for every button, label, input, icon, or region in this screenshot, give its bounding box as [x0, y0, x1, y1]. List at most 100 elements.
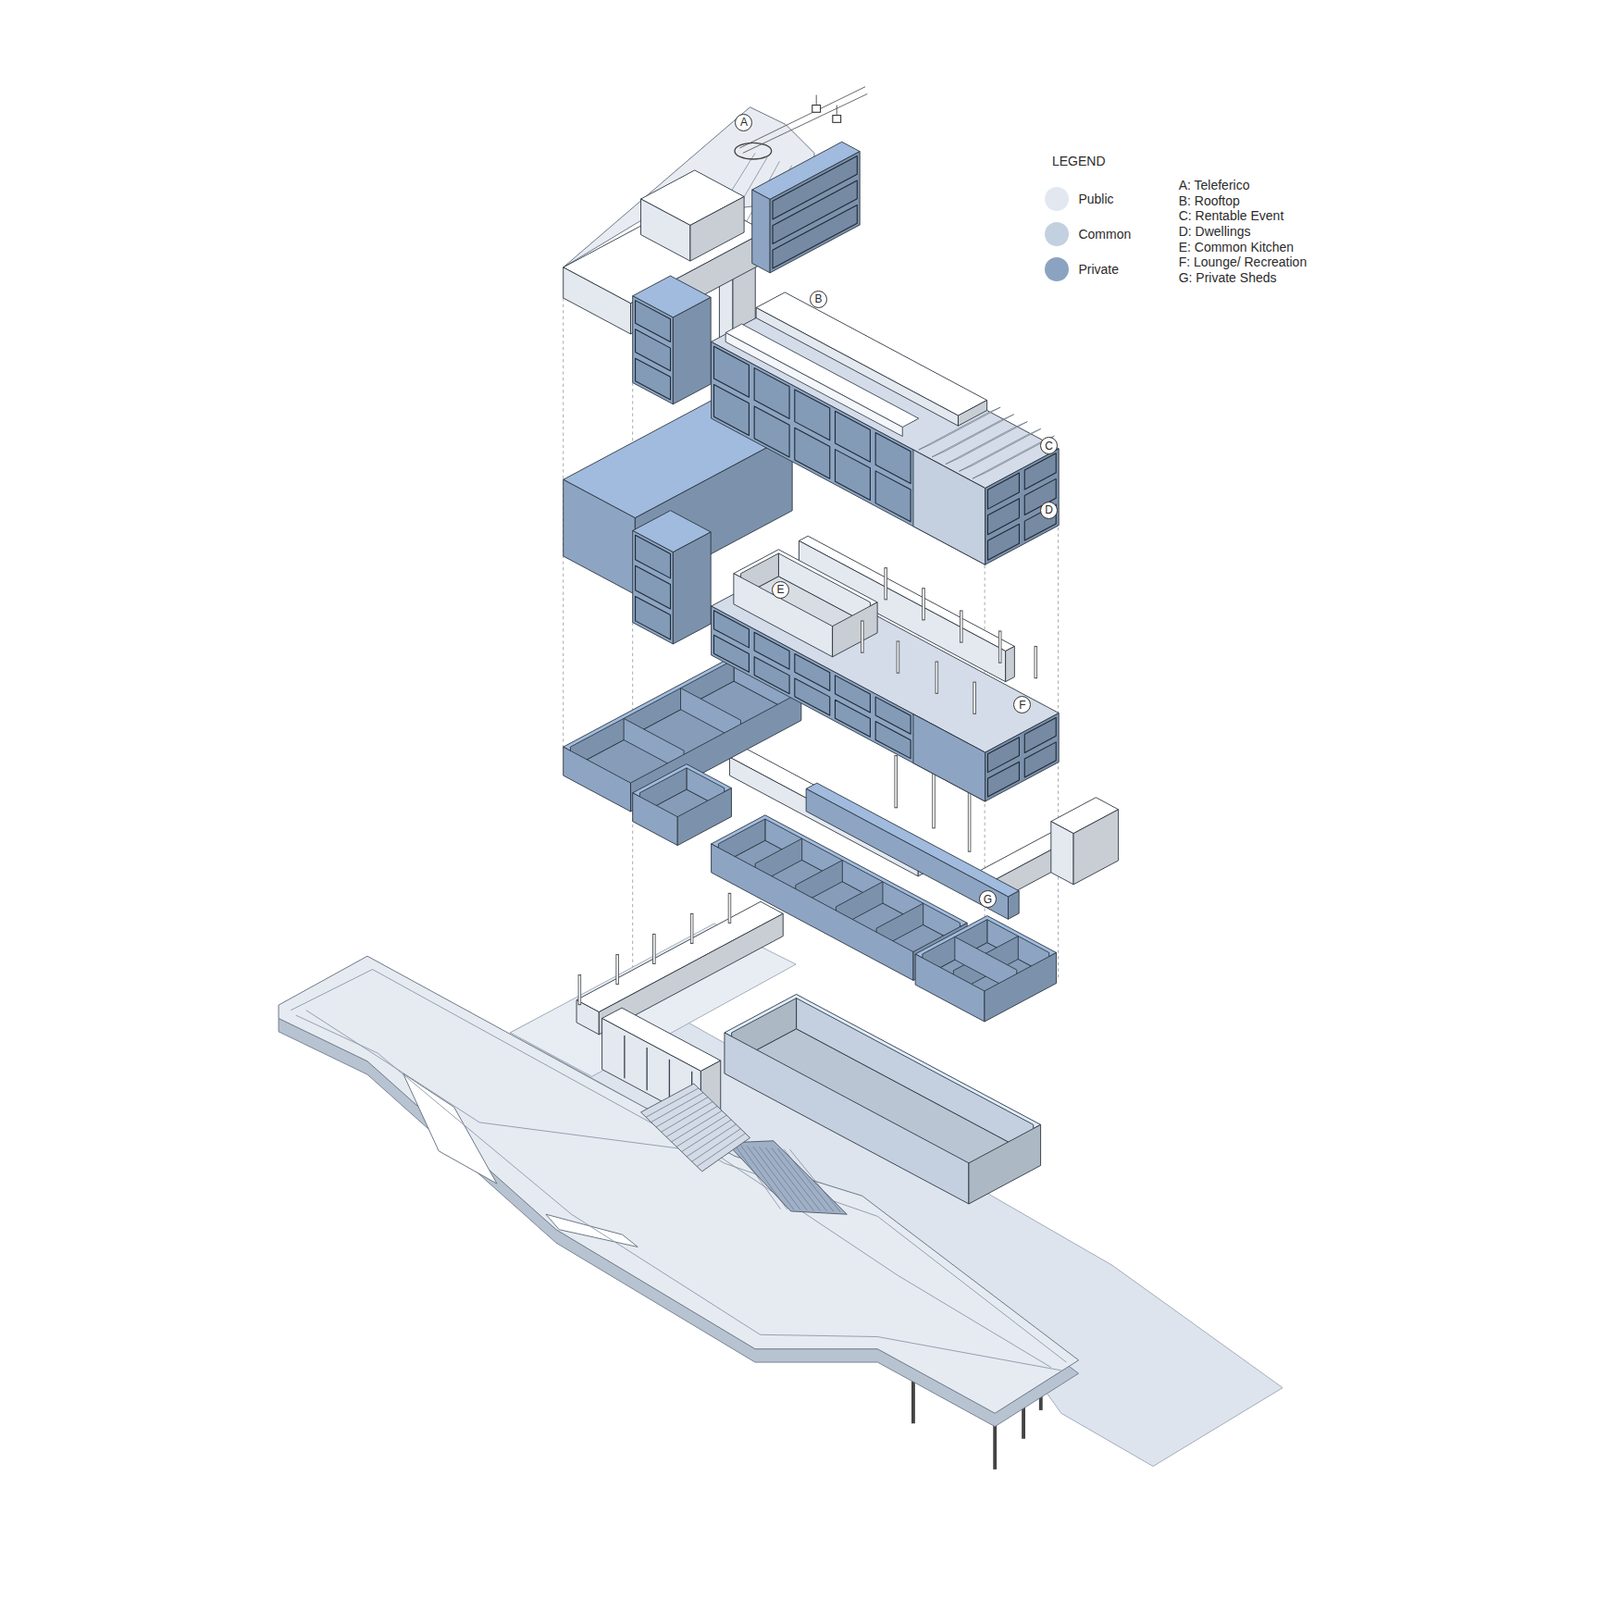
mullion: [645, 1047, 647, 1091]
dwelling-cell: [834, 675, 870, 713]
front-face: [711, 341, 986, 565]
hatch: [777, 1148, 827, 1212]
legend-item: Public: [1044, 186, 1114, 211]
legend-swatch: [1044, 222, 1069, 247]
key-entry: C: Rentable Event: [1178, 209, 1285, 224]
parapet: [725, 323, 919, 427]
column: [998, 630, 1003, 663]
key-entry: E: Common Kitchen: [1178, 240, 1295, 255]
side-face: [1005, 645, 1016, 682]
front-face: [711, 843, 914, 981]
stair-tread: [686, 1124, 736, 1157]
dwelling-stack: [632, 510, 711, 645]
kitchen: [733, 549, 878, 657]
column: [931, 767, 936, 829]
dwelling-cell: [1024, 717, 1056, 753]
roof-face: [576, 901, 783, 1012]
hatch: [790, 1149, 842, 1212]
dwelling-cell: [987, 737, 1019, 773]
parapet: [725, 332, 903, 436]
key-entry: A: Teleferico: [1178, 178, 1251, 193]
callout-letter: F: [1018, 699, 1026, 711]
dwelling-bar: [752, 141, 860, 273]
callout-letter: G: [983, 893, 992, 905]
callout-circle: B: [809, 290, 828, 309]
column: [999, 632, 1002, 663]
side-face: [985, 713, 1060, 802]
callout-letter: C: [1044, 440, 1054, 452]
side-face: [1073, 809, 1119, 885]
dwelling-cell: [635, 534, 671, 579]
hatch: [783, 1149, 834, 1213]
stair-tread: [681, 1119, 732, 1153]
column: [861, 621, 864, 653]
legend-heading: LEGEND: [1052, 154, 1106, 169]
column: [578, 974, 583, 1005]
dwelling-block: [711, 302, 1060, 565]
stair-tread: [645, 1088, 699, 1117]
front-face: [576, 1000, 599, 1035]
stair-tread: [696, 1133, 745, 1167]
front-face: [913, 449, 986, 565]
column: [932, 768, 935, 828]
station-hall: [641, 170, 745, 261]
side-face: [672, 297, 711, 404]
stair-tread: [671, 1110, 723, 1142]
column: [967, 785, 972, 853]
terrace: [576, 901, 783, 1035]
column: [728, 892, 732, 924]
dwelling-cell: [875, 696, 911, 734]
hatch: [765, 1147, 814, 1211]
front-face: [733, 573, 833, 657]
front-face: [563, 479, 636, 595]
cabin: [832, 115, 842, 124]
column: [1034, 645, 1039, 679]
hatch: [741, 1145, 788, 1210]
stair-tower: [1051, 797, 1119, 885]
bullwheel: [734, 142, 772, 160]
front-face: [563, 267, 632, 335]
dwelling-stack: [632, 275, 711, 405]
pillar: [911, 1377, 916, 1425]
legend-item: Common: [1044, 222, 1131, 247]
cable: [739, 86, 866, 149]
dwelling-cell: [754, 632, 790, 670]
column: [691, 914, 694, 943]
dwelling-cell: [794, 653, 831, 691]
callout-letter: A: [740, 116, 748, 128]
cabin-hanger: [816, 95, 818, 106]
callout-circle: D: [1040, 501, 1058, 520]
dwelling-cell: [713, 346, 749, 397]
side-face: [677, 788, 732, 846]
front-face: [563, 746, 632, 812]
dwelling-cell: [635, 300, 671, 343]
column: [884, 568, 887, 599]
shed: [632, 764, 732, 846]
front-face: [724, 1032, 969, 1204]
column: [922, 588, 925, 620]
callout-circle: E: [771, 581, 790, 599]
side-face: [690, 196, 744, 261]
side-face: [984, 952, 1057, 1022]
column: [615, 954, 620, 985]
front-face: [1051, 821, 1074, 885]
bridge-opening: [545, 1214, 638, 1247]
column: [896, 640, 901, 673]
column: [690, 913, 695, 944]
column: [894, 756, 897, 807]
column: [968, 786, 971, 851]
legend-text: Common: [1078, 226, 1131, 242]
side-face: [832, 602, 879, 657]
column: [578, 975, 581, 1005]
front-face: [632, 530, 674, 645]
column: [972, 681, 977, 715]
legend-text: Public: [1078, 191, 1114, 207]
callout-letter: B: [814, 293, 822, 305]
key-entry: G: Private Sheds: [1178, 271, 1277, 286]
hatch: [753, 1146, 801, 1211]
column: [921, 587, 926, 620]
dwelling-cell: [834, 410, 870, 462]
callout-letter: E: [777, 583, 785, 595]
column: [616, 954, 619, 984]
